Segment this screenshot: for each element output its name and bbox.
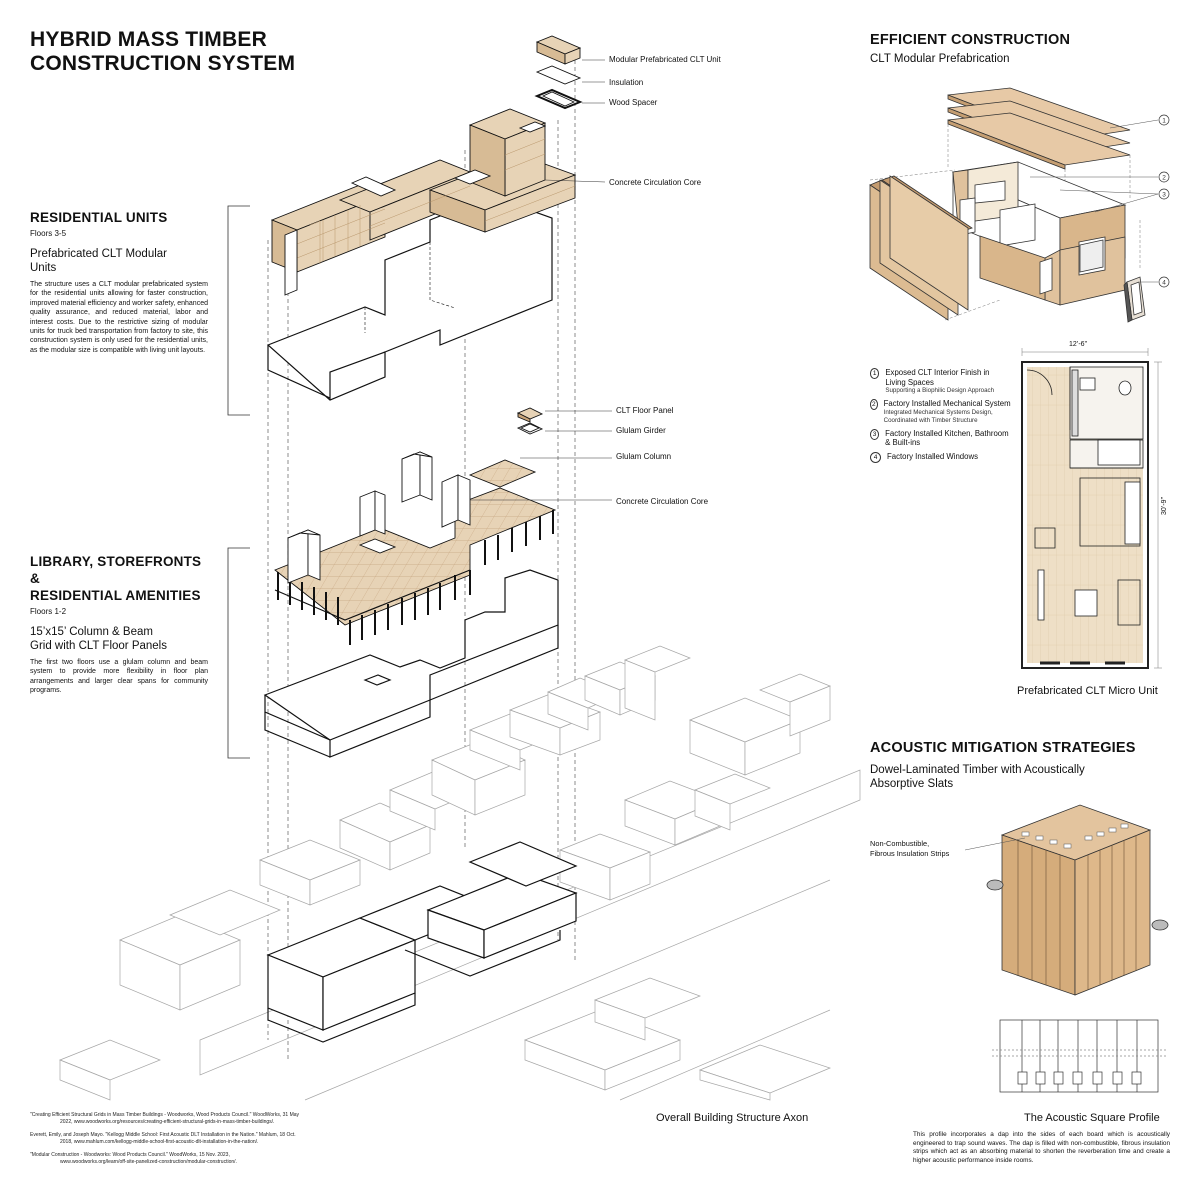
exploded-module-parts <box>534 35 583 110</box>
legend-item-1: 1 Exposed CLT Interior Finish in Living … <box>870 368 1012 395</box>
legend-title: Factory Installed Kitchen, Bathroom & Bu… <box>885 428 1009 448</box>
strip-label-line-1: Non-Combustible, <box>870 839 930 848</box>
library-floors: Floors 1-2 <box>30 607 67 616</box>
references: "Creating Efficient Structural Grids in … <box>30 1112 315 1166</box>
legend-title: Factory Installed Windows <box>887 451 978 461</box>
plan-width-dimension: 12’-6” <box>1069 341 1087 348</box>
svg-text:4: 4 <box>1162 280 1166 287</box>
module-callout-numbers: 1 2 3 4 <box>1162 118 1166 287</box>
acoustic-subheading: Dowel-Laminated Timber with Acoustically… <box>870 763 1136 791</box>
svg-text:1: 1 <box>1162 118 1166 125</box>
acoustic-heading: ACOUSTIC MITIGATION STRATEGIES <box>870 740 1136 756</box>
library-heading-line-2: RESIDENTIAL AMENITIES <box>30 588 201 603</box>
podium-slab-outline <box>263 569 559 758</box>
label-clt-unit: Modular Prefabricated CLT Unit <box>609 55 721 64</box>
residential-body: The structure uses a CLT modular prefabr… <box>30 281 208 354</box>
svg-text:3: 3 <box>1162 192 1166 199</box>
library-heading: LIBRARY, STOREFRONTS & RESIDENTIAL AMENI… <box>30 553 208 604</box>
legend-item-4: 4 Factory Installed Windows <box>870 451 1012 463</box>
label-clt-floor-panel: CLT Floor Panel <box>616 406 674 415</box>
reference-2: Everett, Emily, and Joseph Mayo. "Kellog… <box>30 1132 315 1146</box>
reference-line: "Modular Construction - Woodworks: Wood … <box>30 1152 230 1158</box>
legend-number: 1 <box>870 368 880 379</box>
acoustic-subheading-line-1: Dowel-Laminated Timber with Acoustically <box>870 764 1085 776</box>
reference-line: Everett, Emily, and Joseph Mayo. "Kellog… <box>30 1132 296 1138</box>
label-core-lower: Concrete Circulation Core <box>616 497 709 506</box>
library-section: LIBRARY, STOREFRONTS & RESIDENTIAL AMENI… <box>30 553 208 696</box>
reference-1: "Creating Efficient Structural Grids in … <box>30 1112 315 1126</box>
reference-line: www.woodworks.org/learn/off-site-paneliz… <box>60 1159 237 1165</box>
module-legend: 1 Exposed CLT Interior Finish in Living … <box>870 368 1012 463</box>
profile-body: This profile incorporates a dap into the… <box>913 1131 1170 1164</box>
reference-line: 2018, www.mahlum.com/kellogg-middle-scho… <box>60 1139 259 1145</box>
module-callout-leaders <box>1030 119 1159 283</box>
label-wood-spacer: Wood Spacer <box>609 98 658 107</box>
label-glulam-column: Glulam Column <box>616 452 672 461</box>
plan-caption: Prefabricated CLT Micro Unit <box>1017 685 1158 697</box>
context-buildings <box>59 645 861 1101</box>
acoustic-section: ACOUSTIC MITIGATION STRATEGIES Dowel-Lam… <box>870 740 1136 791</box>
leader-lines <box>470 59 612 501</box>
library-subheading-line-2: Grid with CLT Floor Panels <box>30 640 167 652</box>
residential-floors: Floors 3-5 <box>30 229 67 238</box>
axon-caption: Overall Building Structure Axon <box>656 1112 809 1124</box>
poster-title: HYBRID MASS TIMBER CONSTRUCTION SYSTEM <box>30 28 295 76</box>
strip-label: Non-Combustible, Fibrous Insulation Stri… <box>870 839 949 858</box>
residential-subheading-line-1: Prefabricated CLT Modular <box>30 248 168 260</box>
plan-length-dimension: 30’-9” <box>1161 497 1168 515</box>
residential-section: RESIDENTIAL UNITS Floors 3-5 Prefabricat… <box>30 209 208 355</box>
residential-envelope-outline <box>266 195 553 401</box>
residential-subheading: Prefabricated CLT Modular Units <box>30 247 208 275</box>
library-subheading: 15’x15’ Column & Beam Grid with CLT Floo… <box>30 625 208 653</box>
library-subheading-line-1: 15’x15’ Column & Beam <box>30 626 153 638</box>
efficient-section: EFFICIENT CONSTRUCTION CLT Modular Prefa… <box>870 32 1070 66</box>
legend-title: Exposed CLT Interior Finish in Living Sp… <box>885 368 990 387</box>
exploded-podium-parts <box>516 407 544 435</box>
acoustic-subheading-line-2: Absorptive Slats <box>870 778 954 790</box>
building-footprint-ground <box>266 841 578 1043</box>
reference-line: 2022, www.woodworks.org/resources/creati… <box>60 1119 275 1125</box>
legend-number: 3 <box>870 428 880 440</box>
dlt-acoustic-block <box>964 804 1169 996</box>
module-callout-circles <box>1158 114 1170 288</box>
label-insulation: Insulation <box>609 78 644 87</box>
clt-module-exploded-axon <box>869 87 1146 323</box>
residential-bracket <box>227 205 250 416</box>
title-line-2: CONSTRUCTION SYSTEM <box>30 52 296 75</box>
label-glulam-girder: Glulam Girder <box>616 426 666 435</box>
library-body: The first two floors use a glulam column… <box>30 659 208 695</box>
legend-number: 4 <box>870 451 881 463</box>
library-heading-line-1: LIBRARY, STOREFRONTS & <box>30 554 202 586</box>
residential-subheading-line-2: Units <box>30 262 57 274</box>
svg-text:2: 2 <box>1162 175 1166 182</box>
reference-line: "Creating Efficient Structural Grids in … <box>30 1112 300 1118</box>
podium-structure <box>274 451 557 645</box>
library-bracket <box>227 547 250 759</box>
residential-heading: RESIDENTIAL UNITS <box>30 210 168 225</box>
reference-3: "Modular Construction - Woodworks: Wood … <box>30 1152 315 1166</box>
legend-item-3: 3 Factory Installed Kitchen, Bathroom & … <box>870 428 1012 448</box>
acoustic-profile-section <box>992 1019 1168 1093</box>
legend-item-2: 2 Factory Installed Mechanical System In… <box>870 399 1012 425</box>
profile-caption: The Acoustic Square Profile <box>1024 1112 1160 1124</box>
residential-clt-modules <box>270 108 577 296</box>
label-core-upper: Concrete Circulation Core <box>609 178 702 187</box>
micro-unit-plan <box>1021 348 1162 669</box>
legend-title: Factory Installed Mechanical System <box>883 399 1011 408</box>
legend-subtitle: Integrated Mechanical Systems Design, Co… <box>883 408 993 424</box>
efficient-subheading: CLT Modular Prefabrication <box>870 53 1010 65</box>
strip-label-line-2: Fibrous Insulation Strips <box>870 848 950 858</box>
legend-subtitle: Supporting a Biophilic Design Approach <box>885 387 995 394</box>
legend-number: 2 <box>870 399 878 410</box>
title-line-1: HYBRID MASS TIMBER <box>30 28 267 51</box>
efficient-heading: EFFICIENT CONSTRUCTION <box>870 32 1071 48</box>
